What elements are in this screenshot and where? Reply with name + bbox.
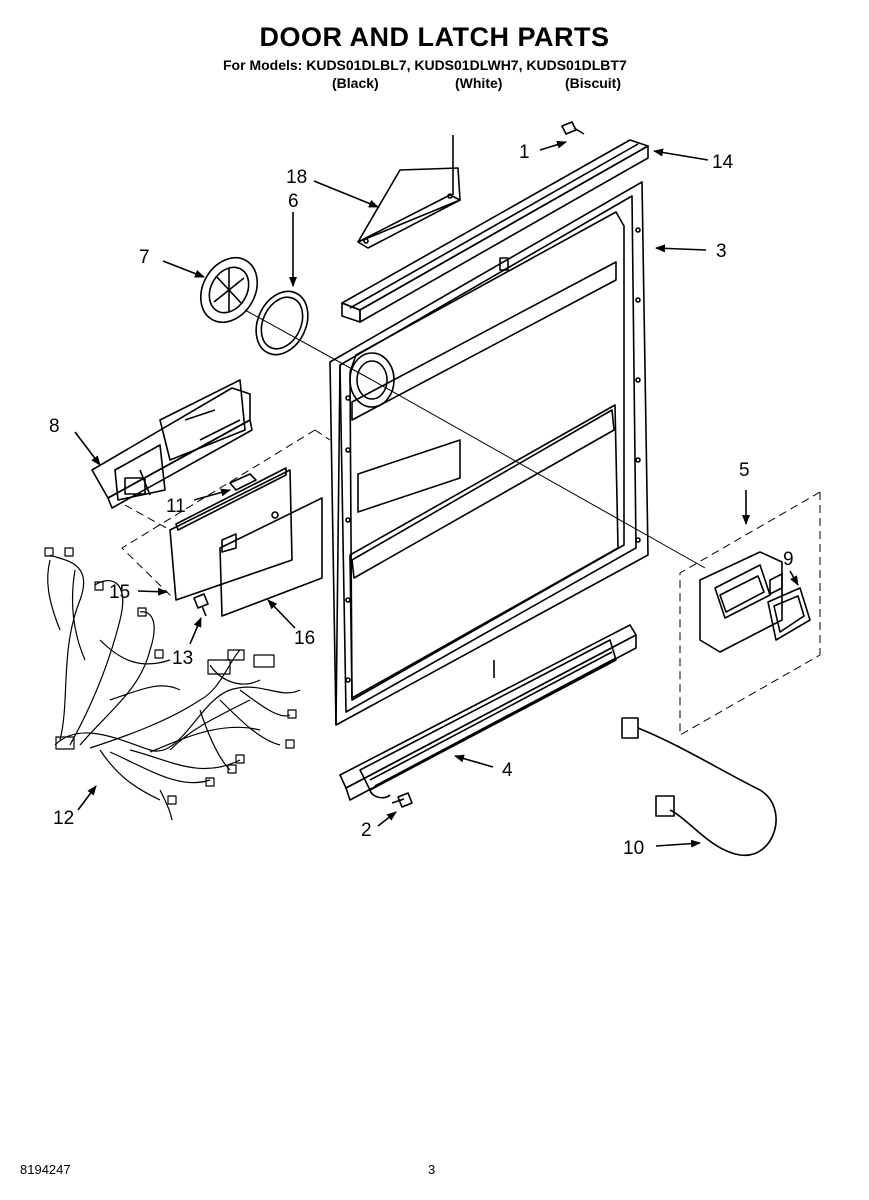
part-1-screw xyxy=(561,121,585,135)
leader-18 xyxy=(313,180,379,208)
leader-8 xyxy=(74,431,101,466)
callout-14: 14 xyxy=(712,152,734,173)
color-label-black: (Black) xyxy=(332,75,379,91)
callout-7: 7 xyxy=(139,247,150,268)
callout-12: 12 xyxy=(53,808,74,829)
part-18-plate xyxy=(357,135,461,249)
document-number: 8194247 xyxy=(20,1162,71,1177)
callout-2: 2 xyxy=(361,820,372,841)
leader-7 xyxy=(162,260,205,278)
models-line: For Models: KUDS01DLBL7, KUDS01DLWH7, KU… xyxy=(223,57,627,73)
leader-14 xyxy=(653,148,709,161)
part-6-gasket xyxy=(255,290,309,356)
part-13-screw xyxy=(193,593,209,617)
leader-3 xyxy=(655,244,707,253)
callout-18: 18 xyxy=(286,167,307,188)
part-3-inner-door xyxy=(329,181,649,726)
leader-10 xyxy=(655,839,701,848)
color-label-biscuit: (Biscuit) xyxy=(565,75,621,91)
part-11-clip xyxy=(229,473,257,491)
callout-5: 5 xyxy=(739,460,750,481)
callout-16: 16 xyxy=(294,628,315,649)
part-5-latch xyxy=(699,551,783,653)
leader-9 xyxy=(789,570,799,586)
part-9-gasket xyxy=(767,587,811,641)
part-7-vent xyxy=(199,257,259,323)
part-14-top-trim xyxy=(341,139,649,323)
color-label-white: (White) xyxy=(455,75,503,91)
control-board xyxy=(169,467,293,601)
leader-1 xyxy=(539,140,567,151)
leader-4 xyxy=(454,754,494,768)
callout-8: 8 xyxy=(49,416,60,437)
leader-16 xyxy=(267,599,296,629)
callout-3: 3 xyxy=(716,241,727,262)
leader-2 xyxy=(377,811,397,827)
callout-4: 4 xyxy=(502,760,513,781)
page-title: DOOR AND LATCH PARTS xyxy=(259,22,610,52)
callout-10: 10 xyxy=(623,838,644,859)
leader-11 xyxy=(193,488,231,501)
leader-15 xyxy=(137,587,168,596)
page-number: 3 xyxy=(428,1162,436,1177)
callout-13: 13 xyxy=(172,648,193,669)
callout-6: 6 xyxy=(288,191,299,212)
part-2-screw xyxy=(391,792,413,808)
callout-1: 1 xyxy=(519,142,530,163)
leader-13 xyxy=(189,617,202,645)
callout-9: 9 xyxy=(783,549,794,570)
part-12-wire-harness xyxy=(44,547,301,821)
part-10-cable xyxy=(621,717,777,856)
part-4-bottom-trim xyxy=(339,624,637,801)
part-8-console xyxy=(91,379,253,509)
callout-11: 11 xyxy=(166,496,186,517)
part-16-panel xyxy=(219,497,323,617)
leader-12 xyxy=(77,785,97,811)
callout-15: 15 xyxy=(109,582,130,603)
